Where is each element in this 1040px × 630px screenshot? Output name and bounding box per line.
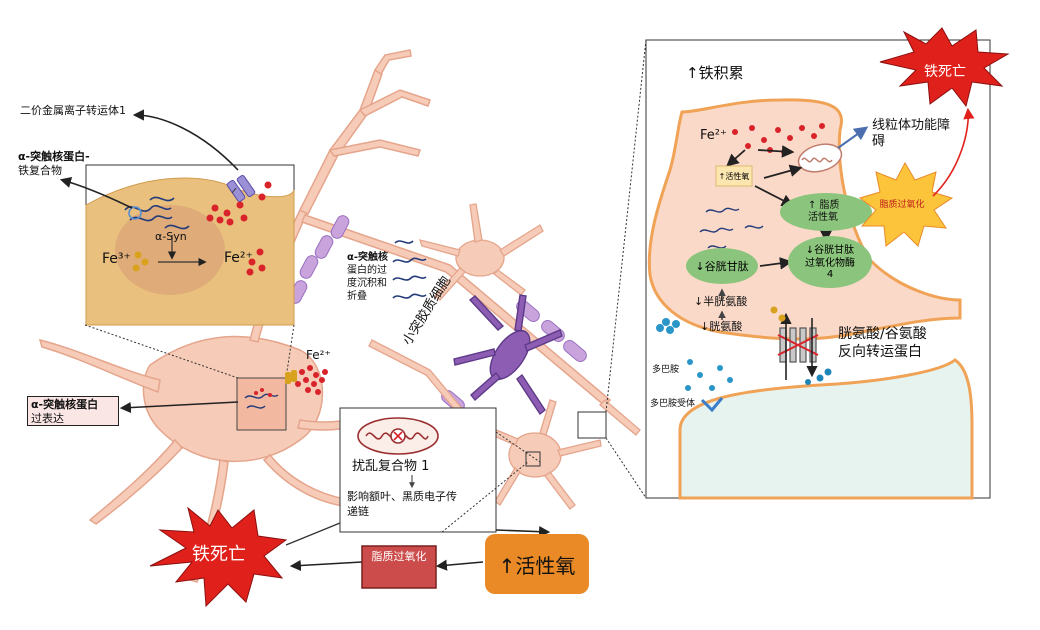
lipid-label-right: 脂质过氧化 bbox=[879, 200, 925, 210]
dopamine-receptor-label: 多巴胺受体 bbox=[650, 399, 696, 409]
ferroptosis-burst-right bbox=[879, 27, 1010, 108]
cystine-label: ↓胱氨酸 bbox=[700, 320, 743, 333]
dopamine-label: 多巴胺 bbox=[652, 365, 680, 375]
lipid-ros-line2: 活性氧 bbox=[808, 212, 838, 223]
complex1-label: 扰乱复合物 1 bbox=[352, 459, 430, 474]
mitochondria-icon bbox=[357, 417, 439, 455]
fe3-label: Fe³⁺ bbox=[102, 251, 131, 267]
lipid-burst-right bbox=[858, 161, 954, 247]
gpx4-line3: 4 bbox=[826, 269, 834, 280]
overexpression-line2: 过表达 bbox=[31, 412, 64, 425]
gpx4-line1: ↓谷胱甘肽 bbox=[805, 245, 855, 256]
mito-dysfunction-label: 线粒体功能障碍 bbox=[872, 118, 951, 150]
axon bbox=[300, 214, 612, 408]
gsh-label: ↓谷胱甘肽 bbox=[695, 260, 749, 273]
ferroptosis-label-bottom: 铁死亡 bbox=[192, 544, 246, 565]
gpx4-line2: 过氧化物酶 bbox=[805, 258, 855, 269]
deposit-line2: 蛋白的过 bbox=[347, 265, 387, 276]
microglia-cell bbox=[453, 294, 563, 416]
dmt1-label: 二价金属离子转运体1 bbox=[20, 104, 126, 117]
deposit-line4: 折叠 bbox=[347, 291, 367, 302]
asyn-label: α-Syn bbox=[155, 230, 187, 243]
asyn-deposits-icon bbox=[392, 240, 427, 299]
complex-label-line1: α-突触核蛋白- bbox=[18, 150, 90, 163]
ros-label-bottom: ↑活性氧 bbox=[498, 553, 576, 578]
fe2-label-inset: Fe²⁺ bbox=[224, 250, 253, 266]
ros-label-right: ↑活性氧 bbox=[718, 171, 750, 181]
fe2-free-label: Fe²⁺ bbox=[306, 348, 331, 362]
postsynaptic-cell bbox=[678, 358, 974, 500]
mitochondria-icon-right bbox=[797, 143, 843, 173]
overexpression-box bbox=[27, 396, 119, 426]
deposit-line3: 度沉积和 bbox=[347, 278, 387, 289]
ros-box-bottom bbox=[485, 534, 589, 594]
chain-line1: 影响额叶、黑质电子传 bbox=[347, 490, 457, 503]
iron-accumulation-title: ↑铁积累 bbox=[686, 64, 744, 82]
dmt1-transporter-icon bbox=[226, 174, 256, 203]
dopamine-receptor-icon bbox=[700, 397, 724, 413]
complex-label-line2: 铁复合物 bbox=[18, 164, 62, 177]
overexpression-inset bbox=[236, 377, 287, 431]
ferroptosis-label-right: 铁死亡 bbox=[924, 64, 966, 80]
ferroptosis-burst-bottom bbox=[149, 506, 288, 608]
neuron-small-top bbox=[419, 203, 544, 301]
antiporter-line2: 反向转运蛋白 bbox=[838, 344, 922, 360]
overexpression-line1: α-突触核蛋白 bbox=[31, 398, 99, 411]
lipid-ros-line1: ↑ 脂质 bbox=[808, 200, 840, 211]
lipid-label-bottom: 脂质过氧化 bbox=[371, 550, 427, 563]
chain-line2: 递链 bbox=[347, 505, 369, 518]
antiporter-line1: 胱氨酸/谷氨酸 bbox=[838, 326, 927, 342]
fe2-label-right: Fe²⁺ bbox=[700, 128, 727, 143]
deposit-line1: α-突触核 bbox=[347, 252, 389, 263]
lipid-box-bottom bbox=[361, 545, 437, 589]
cysteine-label: ↓半胱氨酸 bbox=[694, 295, 748, 308]
